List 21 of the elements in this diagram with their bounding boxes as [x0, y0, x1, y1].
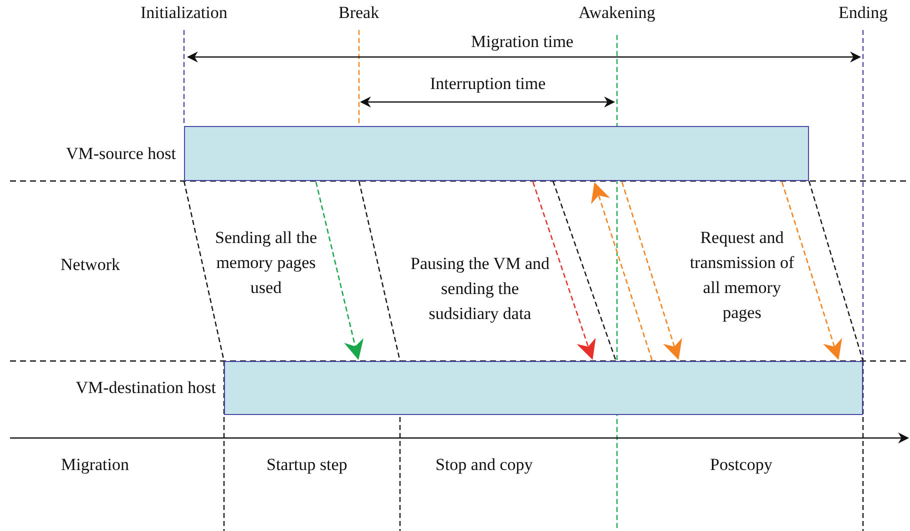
phase-label: Stop and copy: [436, 454, 533, 476]
event-label: Awakening: [578, 2, 656, 24]
row-label: Network: [60, 254, 120, 276]
phase-label: Startup step: [266, 454, 348, 476]
arrow: [591, 182, 653, 360]
event-label: Initialization: [140, 2, 228, 24]
arrow: [532, 182, 596, 360]
step-description: Request and transmission of all memory pages: [688, 227, 796, 324]
row-label: Migration: [61, 454, 129, 476]
step-description: Pausing the VM and sending the sudsidiary data: [410, 252, 550, 325]
event-label: Break: [338, 2, 380, 24]
duration-label: Migration time: [471, 31, 574, 53]
event-label: Ending: [838, 2, 888, 24]
host-label: VM-source host: [64, 142, 176, 164]
arrow: [781, 182, 842, 360]
arrow: [621, 182, 682, 360]
phase-label: Postcopy: [710, 454, 772, 476]
host-label: VM-destination host: [74, 377, 216, 399]
step-description: Sending all the memory pages used: [214, 226, 318, 298]
arrow: [315, 182, 364, 360]
duration-label: Interruption time: [430, 73, 546, 95]
